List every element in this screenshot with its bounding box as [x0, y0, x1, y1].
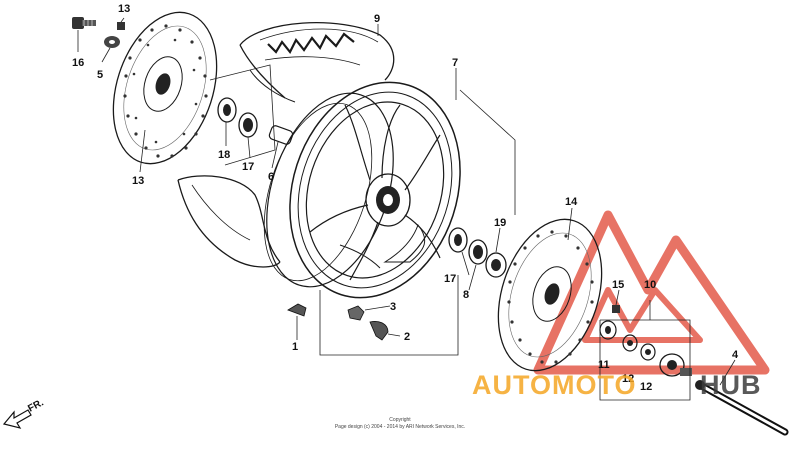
callout-8: 8: [463, 289, 469, 301]
callout-13: 13: [132, 175, 144, 187]
collar-11: [599, 320, 617, 340]
copyright-title: Copyright: [389, 417, 411, 423]
seal-12-a: [622, 334, 638, 352]
watermark-text-automoto: AUTOMOTO: [472, 370, 637, 400]
callout-15-bottom: 15: [612, 279, 624, 291]
callout-18: 18: [218, 149, 230, 161]
callout-17-right: 17: [444, 273, 456, 285]
callout-9: 9: [374, 13, 380, 25]
copyright-text: Page design (c) 2004 - 2014 by ARI Netwo…: [335, 424, 465, 430]
valve-stem-2: [369, 321, 389, 341]
bolt-15-top: [117, 22, 125, 30]
callout-5: 5: [97, 69, 103, 81]
speedometer-gearbox: [659, 353, 692, 377]
callout-4: 4: [732, 349, 739, 361]
bolt-16: [72, 17, 96, 29]
bearing-17-right: [448, 227, 468, 253]
callout-labels: 13 16 5 9 7 13 18 17 6 14 19 17 8 3 2 1 …: [72, 3, 739, 393]
watermark-logo: [533, 210, 770, 375]
direction-label: FR.: [26, 397, 46, 414]
callout-16: 16: [72, 57, 84, 69]
callout-11: 11: [598, 359, 610, 371]
tire-lower-section: [177, 175, 281, 268]
valve-cap-1: [287, 303, 307, 317]
callout-17-left: 17: [242, 161, 254, 173]
bearing-18: [217, 97, 237, 123]
valve-nut-3: [347, 305, 365, 321]
bearing-17-left: [238, 112, 258, 138]
callout-3: 3: [390, 301, 396, 313]
front-direction-arrow: FR.: [2, 397, 46, 429]
axle-4: [695, 380, 789, 436]
watermark-text-hub: HUB: [700, 370, 762, 400]
callout-2: 2: [404, 331, 410, 343]
tire-9: [239, 22, 395, 103]
callout-15-top: 13: [118, 3, 130, 15]
front-brake-disc-left: [112, 11, 218, 165]
dust-seal-19: [485, 252, 507, 278]
leader-lines: [77, 17, 736, 401]
callout-10: 10: [644, 279, 656, 291]
callout-12-a: 12: [622, 373, 634, 385]
callout-7: 7: [452, 57, 458, 69]
watermark-text: AUTOMOTO HUB: [472, 370, 762, 400]
callout-1: 1: [292, 341, 298, 353]
callout-12-b: 12: [640, 381, 652, 393]
callout-19: 19: [494, 217, 506, 229]
washer-5: [104, 36, 120, 48]
spacer-6: [268, 125, 294, 145]
bolt-15-bottom: [612, 305, 620, 313]
callout-6: 6: [268, 171, 274, 183]
front-brake-disc-right: [497, 218, 603, 372]
front-wheel-7: [263, 81, 461, 299]
bearing-8: [468, 239, 488, 265]
callout-14: 14: [565, 196, 578, 208]
seal-12-b: [640, 343, 656, 361]
